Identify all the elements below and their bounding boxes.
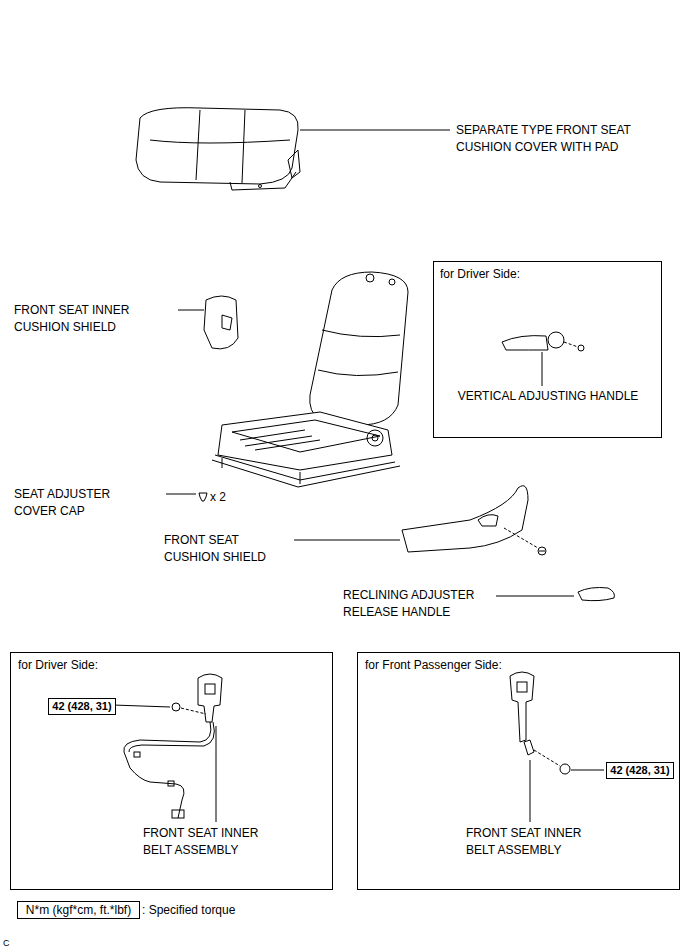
panel-heading: for Front Passenger Side: (365, 657, 625, 674)
part-name: RECLINING ADJUSTER RELEASE HANDLE (343, 587, 493, 621)
detail-panel: for Driver Side: FRONT SEAT INNER BELT AS… (10, 652, 333, 890)
legend-text: : Specified torque (142, 902, 282, 919)
detail-panel: for Driver Side: VERTICAL ADJUSTING HANDL… (433, 261, 662, 438)
panel-heading: for Driver Side: (18, 657, 218, 674)
legend-unit: N*m (kgf*cm, ft.*lbf) (18, 902, 139, 918)
part-name: VERTICAL ADJUSTING HANDLE (442, 388, 654, 405)
detail-panel: for Front Passenger Side: FRONT SEAT INNE… (357, 652, 680, 890)
quantity: x 2 (210, 489, 240, 506)
part-name: FRONT SEAT INNER CUSHION SHIELD (14, 302, 154, 336)
torque-box: 42 (428, 31) (48, 698, 116, 715)
torque-box: 42 (428, 31) (606, 762, 674, 779)
part-name: FRONT SEAT INNER BELT ASSEMBLY (143, 825, 283, 859)
part-name: SEAT ADJUSTER COVER CAP (14, 486, 124, 520)
part-name: SEPARATE TYPE FRONT SEAT CUSHION COVER W… (456, 122, 656, 156)
figure-code: C (3, 935, 23, 952)
part-name: FRONT SEAT CUSHION SHIELD (164, 532, 289, 566)
legend-box: N*m (kgf*cm, ft.*lbf) (17, 901, 140, 919)
torque-value: 42 (428, 31) (607, 763, 673, 778)
part-name: FRONT SEAT INNER BELT ASSEMBLY (466, 825, 606, 859)
panel-heading: for Driver Side: (440, 266, 650, 283)
torque-value: 42 (428, 31) (49, 699, 115, 714)
